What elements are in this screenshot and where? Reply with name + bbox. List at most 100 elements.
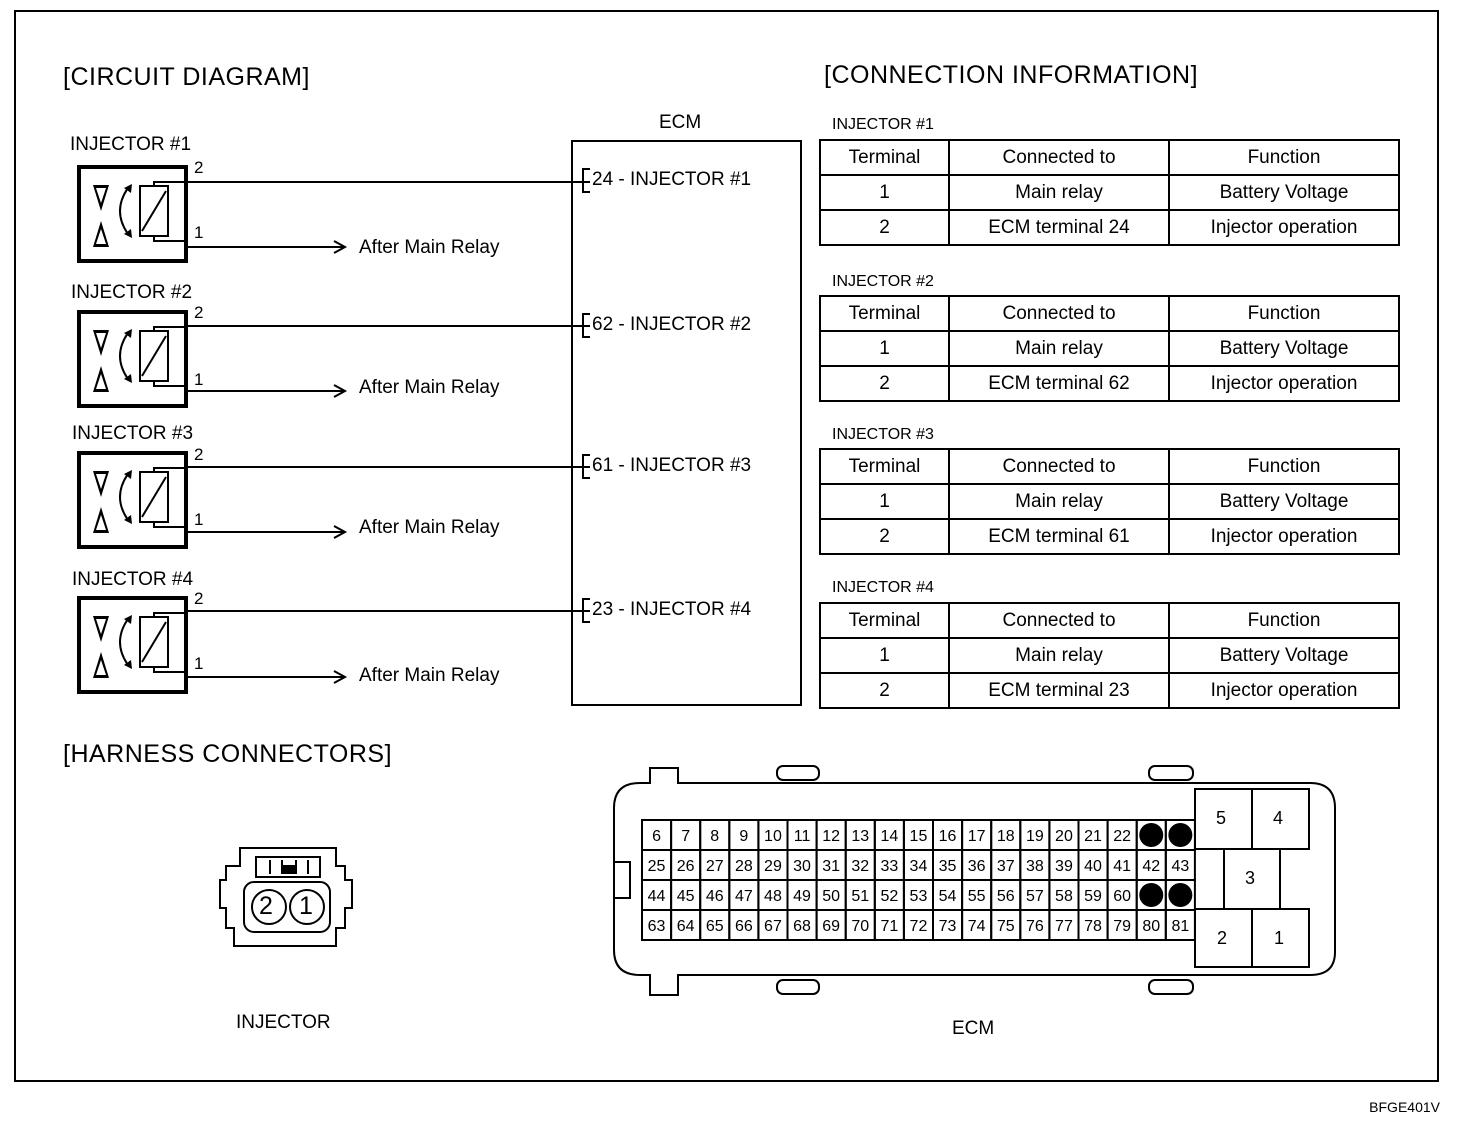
table-header-cell: Connected to: [948, 295, 1170, 332]
ecm-blank-pin: [1139, 883, 1164, 907]
ecm-connector-caption: ECM: [952, 1018, 995, 1039]
ecm-pin-number: 65: [706, 918, 724, 935]
table-cell: 2: [819, 209, 950, 246]
ecm-pin-number: 43: [1171, 858, 1189, 875]
ecm-big-pin-5: 5: [1216, 808, 1227, 828]
ecm-pin-number: 12: [822, 828, 840, 845]
ecm-pin-number: 76: [1026, 918, 1044, 935]
ecm-label: ECM: [659, 112, 702, 133]
injector-1-label: INJECTOR #1: [70, 134, 192, 155]
after-main-relay-label: After Main Relay: [359, 237, 500, 258]
ecm-pin-number: 42: [1142, 858, 1160, 875]
ecm-pin-number: 50: [822, 888, 840, 905]
ecm-pin-number: 55: [968, 888, 986, 905]
ecm-pin-number: 45: [677, 888, 695, 905]
table-cell: 1: [819, 637, 950, 674]
ecm-pin-number: 19: [1026, 828, 1044, 845]
terminal-2-label: 2: [194, 445, 204, 464]
table-cell: Battery Voltage: [1168, 483, 1400, 520]
table-cell: ECM terminal 62: [948, 365, 1170, 402]
ecm-pin-number: 21: [1084, 828, 1102, 845]
table-cell: Injector operation: [1168, 518, 1400, 555]
ecm-pin-62-label: 62 - INJECTOR #2: [592, 314, 752, 335]
ecm-pin-number: 77: [1055, 918, 1073, 935]
ecm-pin-number: 44: [648, 888, 666, 905]
table-1-title: INJECTOR #1: [832, 116, 934, 133]
ecm-pin-number: 66: [735, 918, 753, 935]
ecm-pin-number: 51: [851, 888, 869, 905]
terminal-2-label: 2: [194, 303, 204, 322]
table-cell: 2: [819, 518, 950, 555]
ecm-pin-number: 28: [735, 858, 753, 875]
table-header-cell: Function: [1168, 139, 1400, 176]
ecm-blank-pin: [1139, 823, 1164, 847]
ecm-pin-number: 25: [648, 858, 666, 875]
ecm-pin-number: 18: [997, 828, 1015, 845]
table-cell: Main relay: [948, 483, 1170, 520]
ecm-pin-number: 71: [880, 918, 898, 935]
ecm-pin-number: 52: [880, 888, 898, 905]
ecm-pin-number: 6: [652, 828, 661, 845]
terminal-1-label: 1: [194, 223, 204, 242]
table-cell: 1: [819, 330, 950, 367]
injector-4-label: INJECTOR #4: [72, 569, 194, 590]
ecm-pin-number: 30: [793, 858, 811, 875]
ecm-pin-number: 31: [822, 858, 840, 875]
table-cell: 1: [819, 174, 950, 211]
terminal-2-label: 2: [194, 589, 204, 608]
terminal-1-label: 1: [194, 510, 204, 529]
table-header-cell: Terminal: [819, 139, 950, 176]
table-cell: 1: [819, 483, 950, 520]
ecm-pin-number: 32: [851, 858, 869, 875]
table-cell: Injector operation: [1168, 209, 1400, 246]
ecm-pin-number: 53: [910, 888, 928, 905]
ecm-pin-number: 26: [677, 858, 695, 875]
table-header-cell: Connected to: [948, 139, 1170, 176]
table-header-cell: Terminal: [819, 448, 950, 485]
terminal-2-label: 2: [194, 158, 204, 177]
ecm-pin-number: 16: [939, 828, 957, 845]
table-cell: Main relay: [948, 174, 1170, 211]
ecm-pin-number: 38: [1026, 858, 1044, 875]
table-header-cell: Terminal: [819, 602, 950, 639]
ecm-pin-number: 15: [910, 828, 928, 845]
injector-connector-caption: INJECTOR: [236, 1012, 331, 1033]
ecm-pin-number: 59: [1084, 888, 1102, 905]
ecm-pin-number: 20: [1055, 828, 1073, 845]
ecm-pin-number: 69: [822, 918, 840, 935]
injector-symbol: [77, 165, 188, 263]
ecm-pin-number: 54: [939, 888, 957, 905]
table-cell: Main relay: [948, 330, 1170, 367]
ecm-pin-number: 49: [793, 888, 811, 905]
table-header-cell: Function: [1168, 448, 1400, 485]
ecm-pin-number: 81: [1171, 918, 1189, 935]
ecm-pin-number: 63: [648, 918, 666, 935]
injector-3-label: INJECTOR #3: [72, 423, 194, 444]
ecm-pin-number: 33: [880, 858, 898, 875]
table-header-cell: Connected to: [948, 448, 1170, 485]
ecm-pin-number: 56: [997, 888, 1015, 905]
ecm-pin-number: 75: [997, 918, 1015, 935]
table-2-title: INJECTOR #2: [832, 273, 934, 290]
ecm-big-pin-4: 4: [1273, 808, 1284, 828]
circuit-diagram-title: [CIRCUIT DIAGRAM]: [63, 63, 310, 91]
ecm-pin-number: 14: [880, 828, 898, 845]
ecm-big-pin-3: 3: [1245, 868, 1256, 888]
table-header-cell: Connected to: [948, 602, 1170, 639]
table-header-cell: Terminal: [819, 295, 950, 332]
ecm-pin-number: 73: [939, 918, 957, 935]
ecm-pin-61-label: 61 - INJECTOR #3: [592, 455, 752, 476]
ecm-blank-pin: [1168, 883, 1193, 907]
table-cell: 2: [819, 672, 950, 709]
injector-pin-1: 1: [299, 892, 313, 920]
ecm-pin-24-label: 24 - INJECTOR #1: [592, 169, 752, 190]
ecm-box: [571, 140, 802, 706]
ecm-pin-number: 39: [1055, 858, 1073, 875]
